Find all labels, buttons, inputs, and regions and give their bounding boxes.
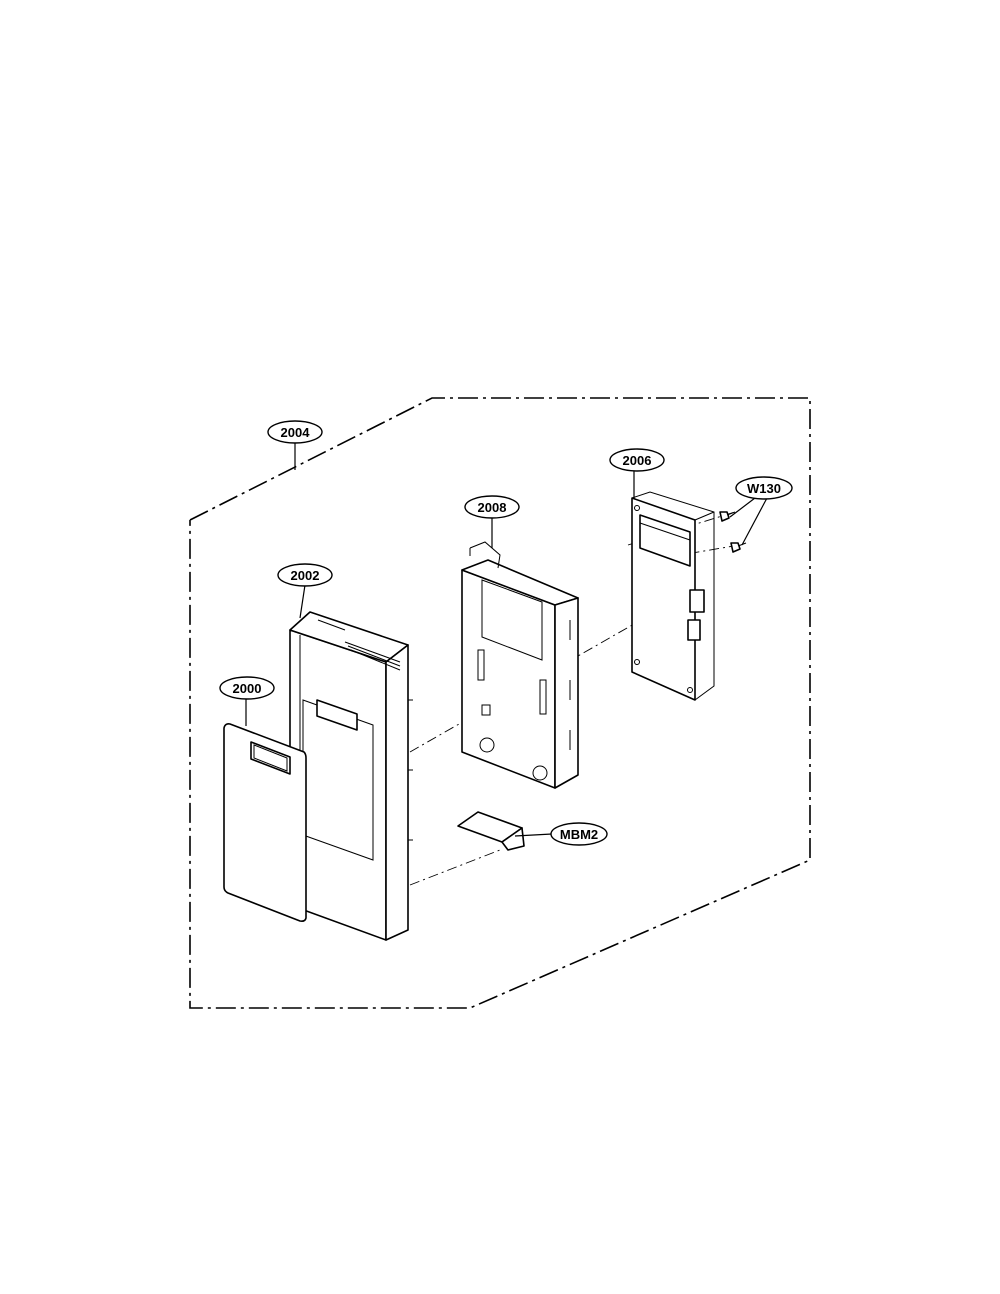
callout-2008-label: 2008 — [478, 500, 507, 515]
assembly-boundary — [189, 397, 811, 1009]
callout-w130-label: W130 — [747, 481, 781, 496]
callout-mbm2-label: MBM2 — [560, 827, 598, 842]
callout-mbm2: MBM2 — [550, 822, 608, 846]
leader-lines — [245, 442, 768, 837]
callout-2008: 2008 — [464, 495, 520, 519]
pcb-board-part — [631, 491, 715, 701]
screw-parts — [719, 511, 747, 553]
callout-2006-label: 2006 — [623, 453, 652, 468]
callout-2004-label: 2004 — [281, 425, 311, 440]
front-panel-part — [289, 611, 413, 941]
callout-2000-label: 2000 — [233, 681, 262, 696]
callout-2006: 2006 — [609, 448, 665, 472]
front-sheet-part — [223, 723, 307, 922]
callout-2000: 2000 — [219, 676, 275, 700]
callout-w130: W130 — [735, 476, 793, 500]
callout-2004: 2004 — [267, 420, 323, 444]
callout-2002-label: 2002 — [291, 568, 320, 583]
callout-2002: 2002 — [277, 563, 333, 587]
clip-part — [457, 811, 525, 851]
frame-part — [461, 541, 579, 789]
